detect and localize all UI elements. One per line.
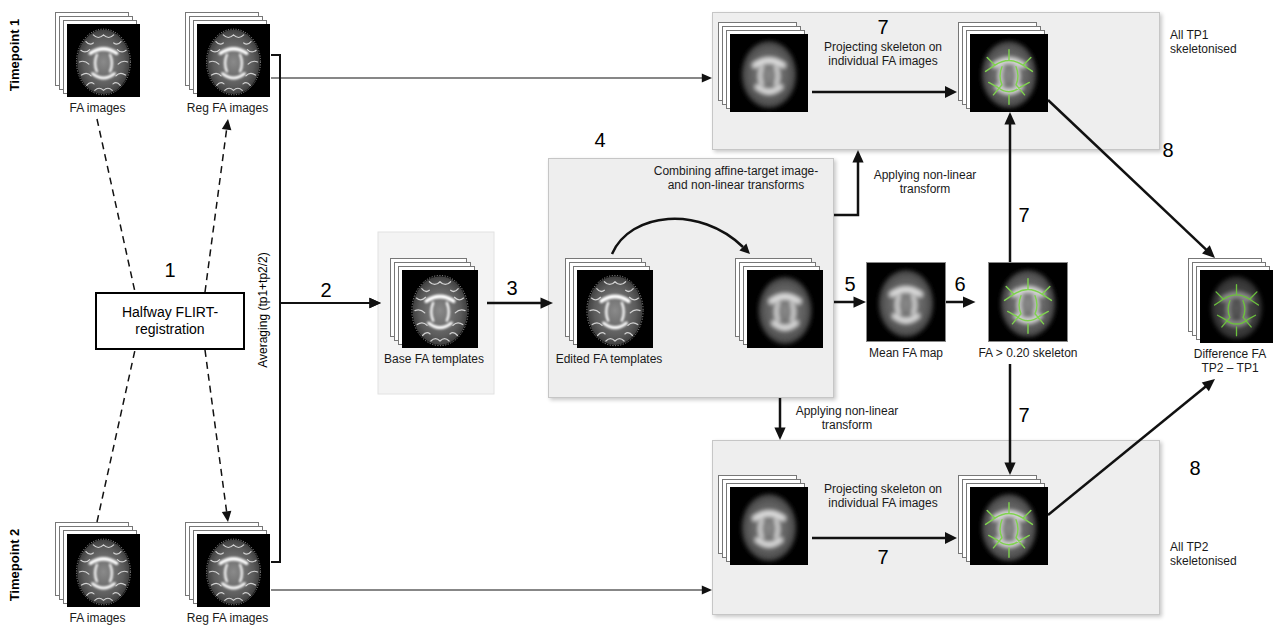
timepoint-label: Timepoint 2	[7, 529, 22, 602]
image-stack	[55, 522, 140, 607]
stack-caption: Base FA templates	[383, 352, 485, 366]
process-panel: Projecting skeleton on individual FA ima…	[712, 12, 1160, 150]
image-stack	[958, 475, 1048, 565]
curved-arrow	[612, 219, 750, 254]
image-stack	[185, 12, 270, 97]
process-box: Halfway FLIRT-registration	[95, 292, 245, 350]
image-stack	[185, 522, 270, 607]
step-number: 8	[1189, 457, 1200, 480]
step-number: 7	[877, 16, 888, 39]
dashed-connector	[97, 119, 135, 292]
image-node: FA > 0.20 skeleton	[976, 262, 1081, 364]
averaging-label: Averaging (tp1+tp2/2)	[256, 252, 270, 368]
image-node: FA images	[55, 12, 140, 119]
edge-label: Applying non-linear transform	[792, 404, 902, 432]
stack-caption: FA images	[69, 101, 127, 115]
connector-arrow	[774, 398, 785, 440]
projection-arrow	[812, 532, 957, 544]
image-node: FA images	[55, 522, 140, 629]
connector-arrow	[834, 150, 864, 215]
connector-arrow	[271, 298, 381, 562]
box-text: Halfway FLIRT-registration	[103, 304, 237, 338]
stack-caption: Reg FA images	[186, 101, 269, 115]
image-stack	[390, 258, 478, 348]
projection-arrow	[812, 86, 957, 98]
image-node: Edited FA templates	[553, 258, 665, 370]
connector-arrow	[1004, 364, 1015, 475]
step-number: 2	[320, 279, 331, 302]
panel-text: Projecting skeleton on individual FA ima…	[815, 482, 951, 510]
connector-arrow	[946, 296, 976, 307]
dashed-connector	[97, 350, 135, 522]
image-node: Difference FA TP2 – TP1	[1186, 258, 1276, 379]
connector-arrow	[271, 73, 712, 82]
step-number: 4	[594, 129, 605, 152]
dashed-connector	[205, 119, 231, 292]
connector-arrow	[1004, 112, 1015, 262]
connector-arrow	[1048, 379, 1215, 515]
dashed-connector	[205, 350, 231, 522]
image-node: All TP1 skeletonised	[958, 22, 1048, 112]
panel-text: Combining affine-target image- and non-l…	[646, 164, 826, 192]
stack-caption: Difference FA TP2 – TP1	[1188, 347, 1273, 375]
stack-caption: Edited FA templates	[555, 352, 663, 366]
stack-caption: All TP2 skeletonised	[1170, 540, 1255, 568]
stack-caption: All TP1 skeletonised	[1170, 28, 1255, 56]
connector-arrow	[271, 55, 381, 308]
image-stack	[1188, 258, 1273, 343]
connector-arrow	[487, 297, 553, 308]
step-number: 8	[1162, 139, 1173, 162]
step-number: 7	[877, 546, 888, 569]
connector-arrow	[271, 585, 712, 594]
connector-arrow	[834, 296, 866, 307]
image-node: All TP2 skeletonised	[958, 475, 1048, 565]
image-stack	[736, 259, 824, 349]
step-number: 5	[844, 273, 855, 296]
template-panel	[378, 232, 494, 394]
stack-caption: Mean FA map	[868, 346, 944, 360]
image-stack	[55, 12, 140, 97]
image-node: Reg FA images	[184, 12, 271, 119]
stack-caption: FA images	[69, 611, 127, 625]
image-node: Mean FA map	[866, 262, 946, 364]
timepoint-label: Timepoint 1	[7, 19, 22, 92]
connector-arrow	[1048, 100, 1215, 258]
image-stack	[719, 476, 809, 566]
image-stack	[958, 22, 1048, 112]
step-number: 6	[954, 273, 965, 296]
image-single	[866, 262, 946, 342]
panel-text: Projecting skeleton on individual FA ima…	[815, 40, 951, 68]
image-node: Reg FA images	[184, 522, 271, 629]
stack-caption: FA > 0.20 skeleton	[978, 346, 1079, 360]
image-stack	[719, 23, 809, 113]
process-panel: Projecting skeleton on individual FA ima…	[712, 440, 1160, 615]
edge-label: Applying non-linear transform	[870, 168, 980, 196]
step-number: 7	[1018, 204, 1029, 227]
process-panel: Combining affine-target image- and non-l…	[548, 158, 834, 398]
step-number: 7	[1018, 404, 1029, 427]
step-number: 1	[164, 259, 175, 282]
image-stack	[565, 258, 653, 348]
image-single	[988, 262, 1068, 342]
stack-caption: Reg FA images	[186, 611, 269, 625]
image-node: Base FA templates	[381, 258, 487, 370]
step-number: 3	[506, 277, 517, 300]
